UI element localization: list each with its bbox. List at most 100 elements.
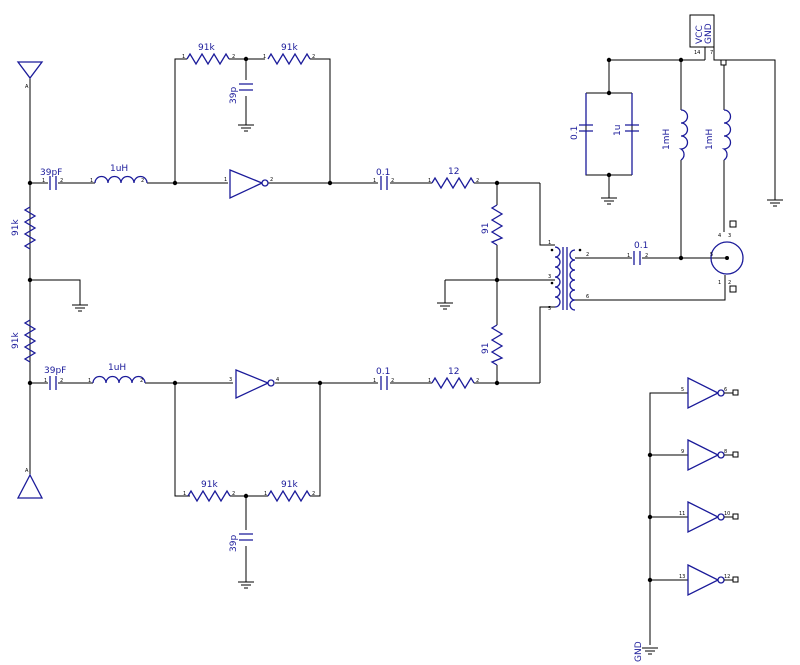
resistor-divider-top: 91k [11, 206, 37, 250]
svg-text:1: 1 [42, 178, 45, 184]
resistor-feedback-top-right-value: 91k [281, 43, 298, 53]
svg-text:2: 2 [586, 252, 589, 258]
ground-divider [72, 304, 88, 312]
ic-power-block: VCC GND 14 7 [689, 14, 715, 56]
svg-text:2: 2 [232, 491, 235, 497]
svg-text:10: 10 [724, 511, 730, 517]
inductor-choke-b-value: 1mH [705, 129, 715, 150]
inductor-bottom: 1uH 1 2 [88, 363, 146, 384]
resistor-divider-bottom: 91k [11, 319, 37, 363]
svg-text:6: 6 [724, 387, 727, 393]
inductor-top: 1uH 1 2 [90, 164, 148, 184]
resistor-series-bottom: 12 1 2 [428, 367, 479, 390]
spare-inverter-3: 11 10 [679, 500, 739, 534]
svg-text:11: 11 [679, 511, 685, 517]
resistor-feedback-bottom-left: 91k 1 2 [183, 480, 235, 503]
svg-text:1: 1 [718, 280, 721, 286]
ground-supply [601, 197, 617, 205]
svg-text:2: 2 [140, 378, 143, 384]
resistor-termination-top: 91 [481, 204, 504, 246]
capacitor-supply-b-value: 1u [613, 125, 623, 136]
svg-text:4: 4 [276, 377, 279, 383]
ic-vcc-label: VCC [695, 25, 705, 44]
svg-text:2: 2 [312, 54, 315, 60]
svg-text:2: 2 [60, 378, 63, 384]
junctions [27, 56, 684, 583]
svg-text:2: 2 [232, 54, 235, 60]
svg-text:1: 1 [88, 378, 91, 384]
antenna-bottom-pin: A [25, 468, 29, 474]
capacitor-couple-top: 0.1 1 2 [373, 168, 394, 190]
svg-text:2: 2 [141, 178, 144, 184]
resistor-feedback-top-right: 91k 1 2 [263, 43, 315, 66]
svg-text:2: 2 [728, 280, 731, 286]
resistor-feedback-bottom-right: 91k 1 2 [264, 480, 315, 503]
resistor-divider-top-value: 91k [11, 219, 21, 236]
svg-text:2: 2 [312, 491, 315, 497]
capacitor-feedback-top: 39p [229, 83, 253, 104]
capacitor-output: 0.1 1 2 [627, 241, 648, 265]
capacitor-output-value: 0.1 [634, 241, 648, 251]
svg-text:1: 1 [264, 491, 267, 497]
resistor-series-bottom-value: 12 [448, 367, 459, 377]
capacitor-antenna-top-value: 39pF [40, 168, 62, 178]
wires [29, 47, 776, 645]
svg-text:1: 1 [263, 54, 266, 60]
ground-spare: GND [634, 641, 658, 662]
resistor-feedback-bottom-right-value: 91k [281, 480, 298, 490]
ground-transformer [437, 302, 453, 310]
svg-text:9: 9 [681, 449, 684, 455]
spare-gnd-label: GND [634, 641, 644, 662]
resistor-series-top: 12 1 2 [428, 167, 479, 190]
svg-text:1: 1 [373, 178, 376, 184]
transformer: 1 3 5 2 6 [548, 240, 589, 312]
capacitor-supply-b: 1u [613, 93, 639, 175]
resistor-termination-bottom-value: 91 [481, 343, 491, 354]
svg-text:2: 2 [476, 178, 479, 184]
svg-text:1: 1 [90, 178, 93, 184]
svg-text:5: 5 [548, 306, 551, 312]
svg-text:1: 1 [182, 54, 185, 60]
svg-text:1: 1 [224, 177, 227, 183]
inductor-top-value: 1uH [110, 164, 128, 174]
ic-gnd-label: GND [704, 23, 714, 44]
svg-text:3: 3 [728, 233, 731, 239]
capacitor-couple-bottom-value: 0.1 [376, 367, 390, 377]
svg-text:1: 1 [548, 240, 551, 246]
capacitor-antenna-bottom: 39pF 1 2 [44, 366, 66, 390]
antenna-bottom: A [16, 468, 44, 499]
svg-text:8: 8 [724, 449, 727, 455]
spare-inverter-4: 13 12 [679, 563, 739, 597]
svg-text:5: 5 [681, 387, 684, 393]
svg-text:3: 3 [548, 274, 551, 280]
svg-text:12: 12 [724, 574, 730, 580]
svg-text:6: 6 [586, 294, 589, 300]
svg-text:2: 2 [476, 378, 479, 384]
svg-text:2: 2 [391, 378, 394, 384]
resistor-termination-top-value: 91 [481, 223, 491, 234]
spare-inverter-1: 5 6 [681, 376, 739, 410]
inverter-top: 1 2 [224, 169, 273, 200]
capacitor-couple-top-value: 0.1 [376, 168, 390, 178]
resistor-feedback-top-left-value: 91k [198, 43, 215, 53]
svg-text:2: 2 [270, 177, 273, 183]
svg-text:14: 14 [694, 50, 700, 56]
coax-connector: 4 5 3 1 2 [710, 220, 744, 293]
antenna-top-pin: A [25, 84, 29, 90]
svg-text:2: 2 [60, 178, 63, 184]
svg-text:2: 2 [645, 253, 648, 259]
capacitor-couple-bottom: 0.1 1 2 [373, 367, 394, 390]
capacitor-antenna-bottom-value: 39pF [44, 366, 66, 376]
resistor-divider-bottom-value: 91k [11, 332, 21, 349]
svg-text:1: 1 [183, 491, 186, 497]
ground-feedback-bottom [238, 581, 254, 589]
inductor-choke-b: 1mH [705, 59, 732, 161]
svg-text:7: 7 [710, 50, 713, 56]
ground-feedback-top [238, 124, 254, 132]
svg-text:13: 13 [679, 574, 685, 580]
inverter-bottom: 3 4 [229, 369, 279, 400]
svg-text:1: 1 [627, 253, 630, 259]
svg-text:5: 5 [710, 252, 713, 258]
svg-text:4: 4 [718, 233, 721, 239]
